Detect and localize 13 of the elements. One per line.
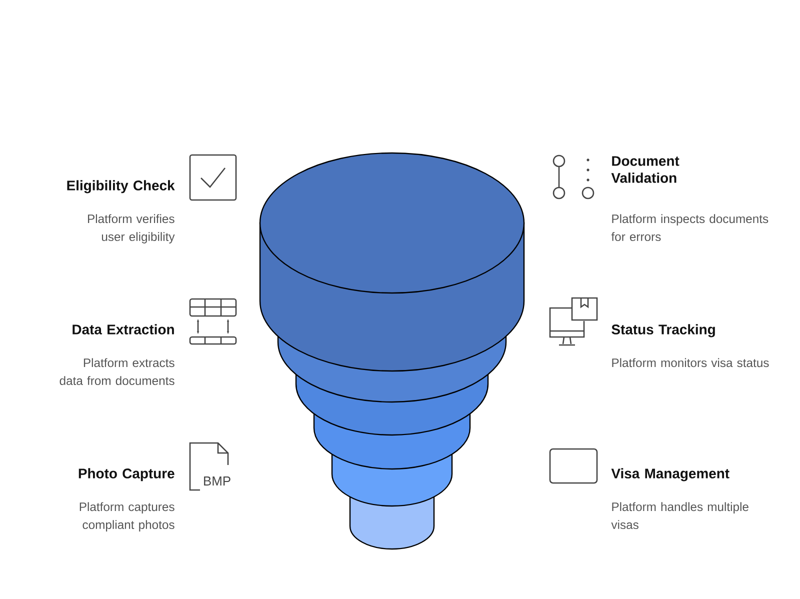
step-title: Photo Capture (78, 468, 174, 482)
icon-label: BMP (204, 476, 230, 486)
step-description: Platform verifies user eligibility (88, 214, 175, 244)
step-title: Status Tracking (612, 324, 715, 338)
step-title: Document Validation (611, 156, 680, 183)
step-description: Platform inspects documents for errors (611, 214, 768, 242)
step-description: Platform handles multiple visas (611, 502, 748, 530)
step-description: Platform captures compliant photos (80, 502, 174, 532)
step-title: Eligibility Check (67, 180, 175, 194)
step-description: Platform monitors visa status (612, 358, 769, 368)
step-title: Visa Management (611, 468, 730, 482)
step-title: Data Extraction (72, 324, 174, 334)
step-description: Platform extracts data from documents (60, 358, 174, 386)
